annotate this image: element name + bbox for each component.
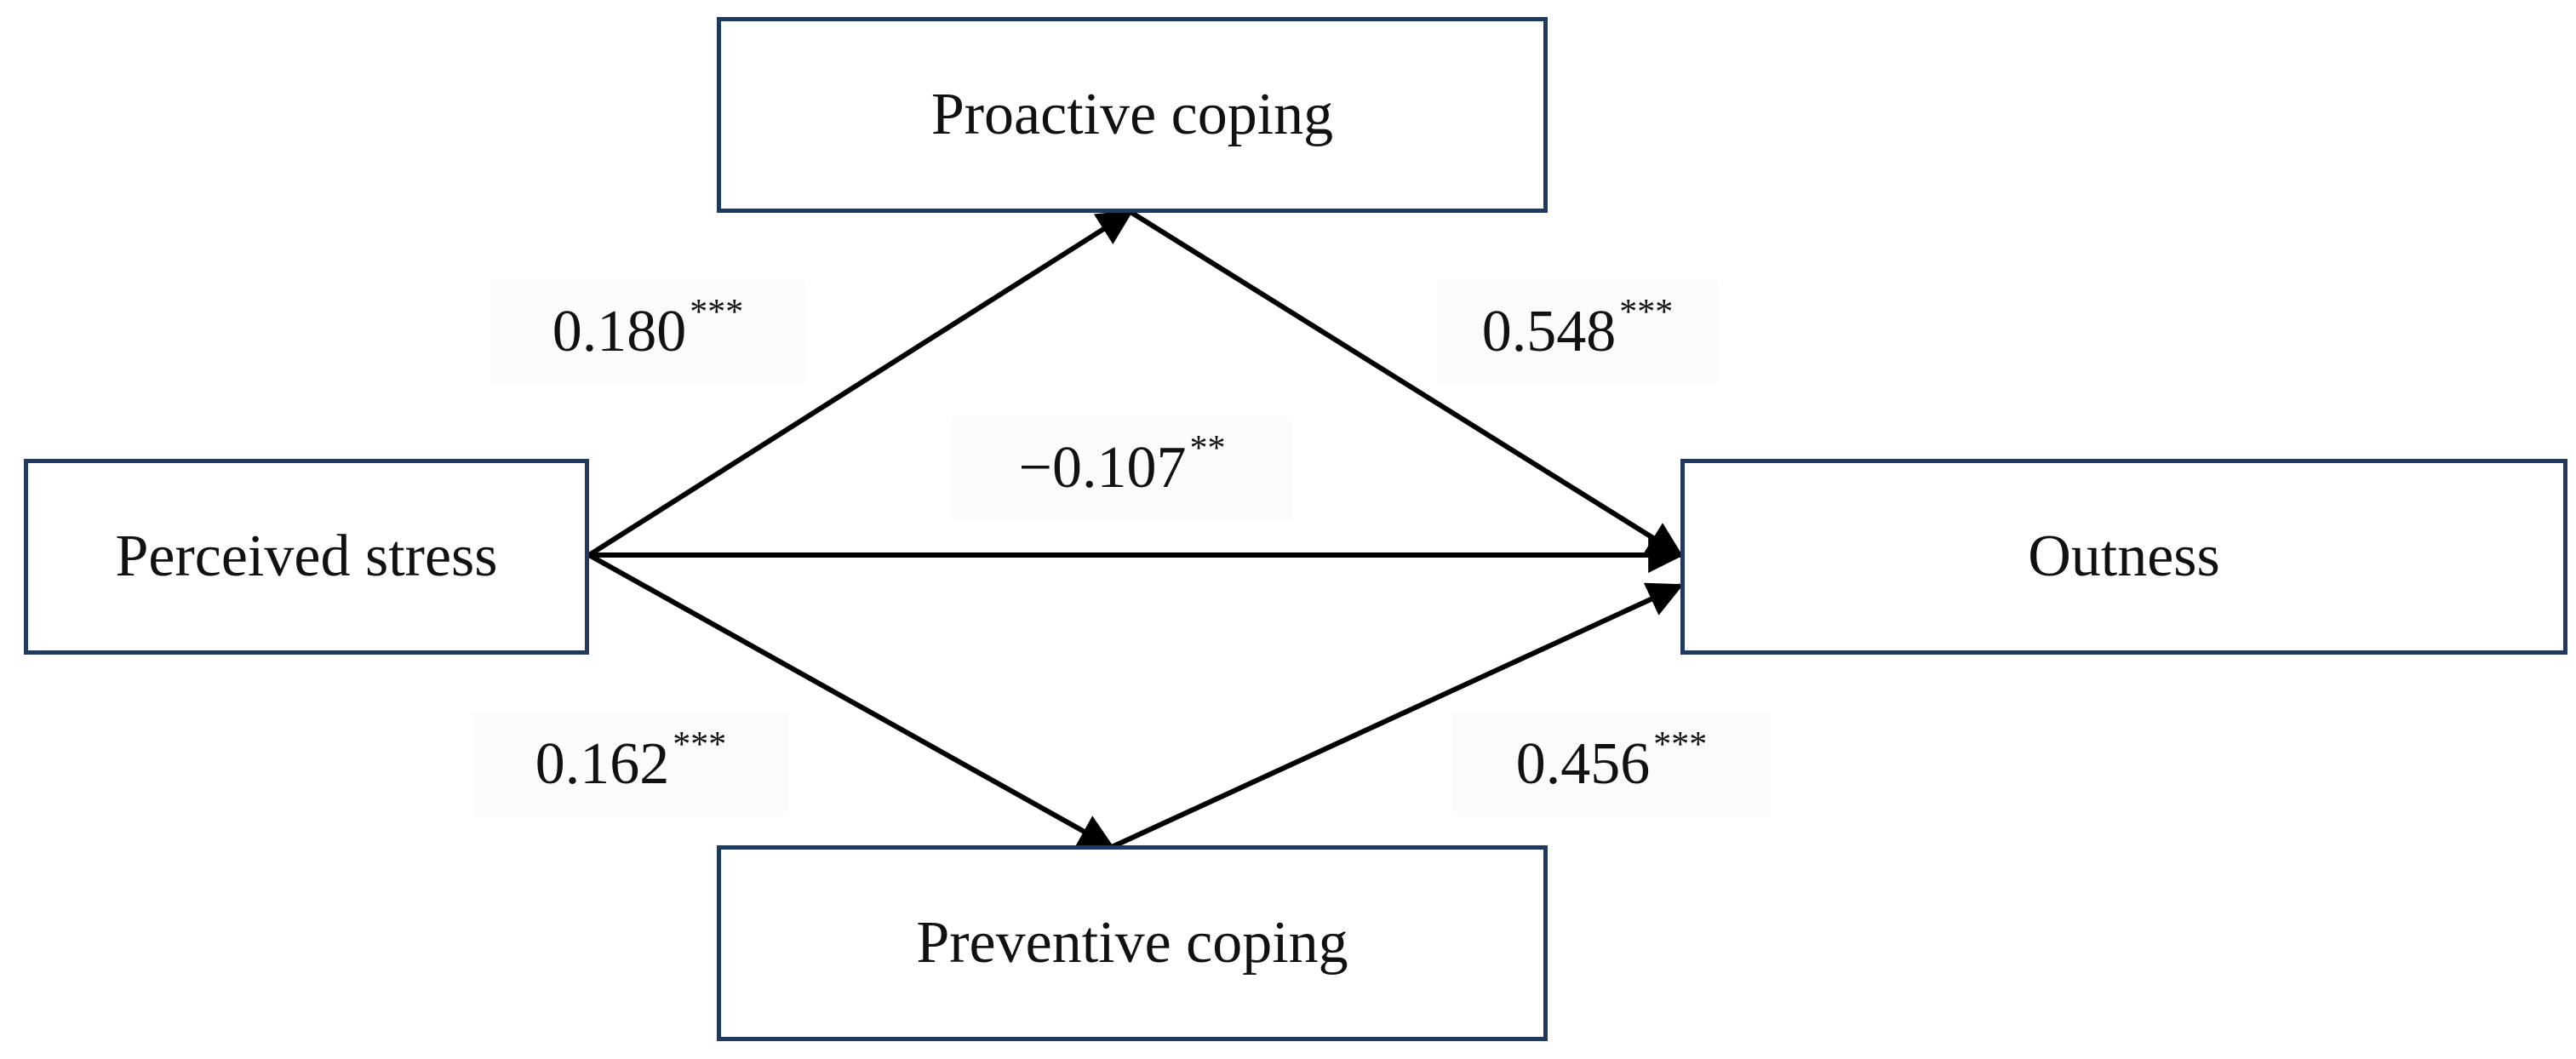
coefficient-stress-to-proactive: 0.180***	[490, 281, 805, 383]
node-preventive-coping-label: Preventive coping	[916, 910, 1348, 976]
coefficient-value: −0.107	[1018, 435, 1187, 501]
coefficient-value: 0.548	[1481, 299, 1617, 364]
node-proactive-coping: Proactive coping	[717, 17, 1548, 213]
coefficient-value: 0.180	[552, 299, 687, 364]
coefficient-stress-to-outness: −0.107**	[952, 417, 1292, 519]
significance-marker: ***	[690, 292, 744, 332]
arrow-stress-to-proactive	[587, 209, 1134, 558]
coefficient-preventive-to-outness: 0.456***	[1452, 713, 1771, 816]
coefficient-stress-to-preventive: 0.162***	[473, 713, 788, 816]
node-proactive-coping-label: Proactive coping	[930, 82, 1334, 147]
coefficient-value: 0.162	[535, 731, 670, 797]
node-outness: Outness	[1680, 459, 2567, 655]
significance-marker: ***	[673, 724, 727, 764]
node-perceived-stress: Perceived stress	[24, 459, 589, 655]
significance-marker: ***	[1619, 292, 1674, 332]
node-preventive-coping: Preventive coping	[717, 845, 1548, 1041]
node-outness-label: Outness	[2028, 524, 2220, 589]
significance-marker: ***	[1653, 724, 1708, 764]
coefficient-value: 0.456	[1515, 731, 1651, 797]
node-perceived-stress-label: Perceived stress	[115, 524, 498, 589]
arrow-stress-to-preventive	[587, 552, 1115, 850]
arrow-proactive-to-outness	[1129, 209, 1684, 558]
coefficient-proactive-to-outness: 0.548***	[1437, 281, 1718, 383]
significance-marker: **	[1189, 428, 1226, 468]
arrow-preventive-to-outness	[1110, 582, 1684, 850]
